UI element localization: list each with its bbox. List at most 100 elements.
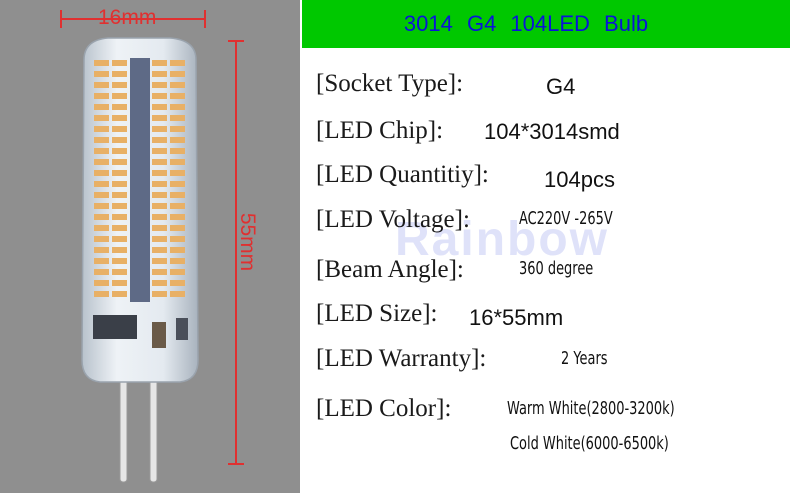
led-chip — [152, 71, 167, 77]
led-chip — [152, 192, 167, 198]
led-chip — [94, 82, 109, 88]
led-chip — [170, 269, 185, 275]
header-bar: 3014 G4 104LED Bulb — [302, 0, 790, 48]
led-chip — [152, 137, 167, 143]
spec-value-secondary: Cold White(6000-6500k) — [510, 433, 669, 454]
led-chip — [94, 159, 109, 165]
width-dimension-tick-left — [60, 10, 62, 28]
led-chip — [170, 137, 185, 143]
bulb-pcb-strip — [130, 58, 150, 302]
led-chip — [112, 236, 127, 242]
watermark: Rainbow — [395, 213, 609, 266]
led-chip — [112, 93, 127, 99]
led-chip — [112, 269, 127, 275]
led-chip — [152, 236, 167, 242]
led-chip — [170, 60, 185, 66]
led-chip — [94, 192, 109, 198]
led-chip-array — [94, 60, 185, 297]
led-chip — [94, 236, 109, 242]
product-image-panel: 16mm 55mm — [0, 0, 300, 493]
led-chip — [112, 170, 127, 176]
spec-label: [LED Color]: — [316, 395, 452, 422]
led-chip — [152, 60, 167, 66]
led-chip — [170, 247, 185, 253]
driver-resistor — [176, 318, 188, 340]
led-chip — [112, 181, 127, 187]
spec-value: G4 — [546, 74, 576, 99]
led-bulb-image — [81, 37, 199, 483]
led-chip — [170, 148, 185, 154]
led-chip — [94, 181, 109, 187]
spec-label: [LED Voltage]: — [316, 206, 470, 233]
led-chip — [170, 126, 185, 132]
led-chip — [112, 214, 127, 220]
led-chip — [112, 148, 127, 154]
led-chip — [94, 170, 109, 176]
led-chip — [152, 115, 167, 121]
led-chip — [152, 104, 167, 110]
led-chip — [112, 159, 127, 165]
led-chip — [112, 60, 127, 66]
led-chip — [112, 225, 127, 231]
spec-label: [LED Size]: — [316, 300, 438, 327]
driver-capacitor — [152, 322, 166, 348]
bulb-pin-right — [149, 377, 158, 483]
spec-label: [LED Quantitiy]: — [316, 161, 489, 188]
led-chip — [112, 192, 127, 198]
led-chip — [152, 291, 167, 297]
width-dimension-tick-right — [204, 10, 206, 28]
height-dimension-label: 55mm — [236, 212, 260, 272]
led-chip — [170, 82, 185, 88]
led-chip — [152, 258, 167, 264]
led-chip — [94, 269, 109, 275]
led-chip — [94, 148, 109, 154]
led-chip — [94, 203, 109, 209]
led-chip — [94, 126, 109, 132]
spec-value: 104*3014smd — [484, 119, 620, 144]
led-chip — [152, 181, 167, 187]
driver-chip — [93, 315, 137, 339]
led-chip — [152, 247, 167, 253]
led-chip — [170, 192, 185, 198]
spec-label: [Socket Type]: — [316, 70, 464, 97]
led-chip — [112, 258, 127, 264]
spec-value: 360 degree — [519, 258, 594, 279]
led-chip — [152, 126, 167, 132]
led-chip — [112, 280, 127, 286]
led-chip — [170, 291, 185, 297]
led-chip — [94, 60, 109, 66]
led-chip — [152, 82, 167, 88]
spec-value: 2 Years — [561, 348, 608, 369]
led-chip — [170, 104, 185, 110]
led-chip — [94, 280, 109, 286]
led-chip — [94, 291, 109, 297]
product-title: 3014 G4 104LED Bulb — [403, 11, 649, 36]
bulb-pin-left — [119, 377, 128, 483]
width-dimension-line — [60, 18, 206, 20]
spec-label: [Beam Angle]: — [316, 256, 464, 283]
led-chip — [170, 93, 185, 99]
led-chip — [112, 126, 127, 132]
led-chip — [112, 247, 127, 253]
led-chip — [112, 115, 127, 121]
led-chip — [152, 148, 167, 154]
led-chip — [152, 203, 167, 209]
led-chip — [94, 247, 109, 253]
led-chip — [112, 71, 127, 77]
led-chip — [94, 71, 109, 77]
led-chip — [170, 181, 185, 187]
led-chip — [152, 214, 167, 220]
led-chip — [170, 159, 185, 165]
led-chip — [170, 225, 185, 231]
led-chip — [152, 159, 167, 165]
led-chip — [94, 104, 109, 110]
led-chip — [94, 214, 109, 220]
height-dimension-line — [235, 40, 237, 465]
led-chip — [170, 170, 185, 176]
spec-value: AC220V -265V — [519, 208, 613, 229]
led-chip — [170, 115, 185, 121]
spec-label: [LED Chip]: — [316, 117, 444, 144]
spec-label: [LED Warranty]: — [316, 345, 487, 372]
led-chip — [152, 93, 167, 99]
spec-value: 104pcs — [544, 167, 615, 192]
